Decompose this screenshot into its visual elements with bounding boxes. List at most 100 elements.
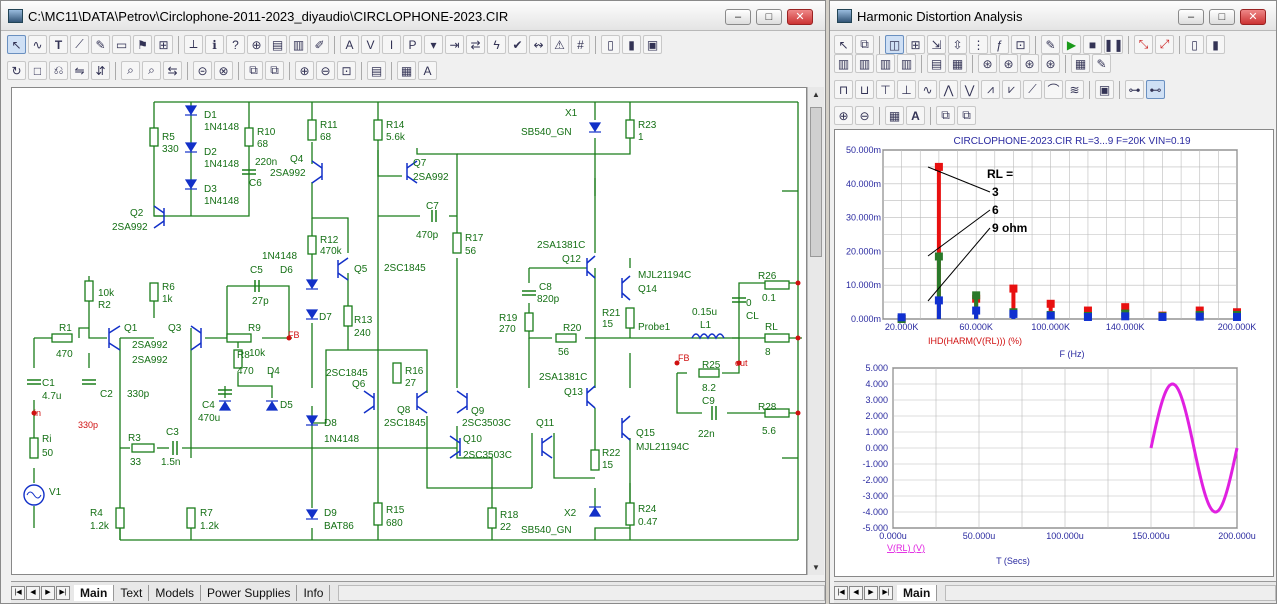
warning-icon[interactable]: ⚠: [550, 35, 569, 54]
step-icon[interactable]: ⎌: [49, 61, 68, 80]
plot-3-icon[interactable]: ▥: [876, 54, 895, 73]
wire-mode-icon[interactable]: ∿: [28, 35, 47, 54]
box-icon[interactable]: □: [28, 61, 47, 80]
scale-icon[interactable]: ◫: [885, 35, 904, 54]
find-next-icon[interactable]: ⌕: [142, 61, 161, 80]
replace-icon[interactable]: ⇆: [163, 61, 182, 80]
stop-icon[interactable]: ⊝: [193, 61, 212, 80]
cursor-curve-icon[interactable]: ⌒: [1044, 80, 1063, 99]
go-next-icon[interactable]: ⊛: [999, 54, 1018, 73]
cursor-top-icon[interactable]: ⩘: [981, 80, 1000, 99]
scale-x-icon[interactable]: ⇲: [927, 35, 946, 54]
paste-icon[interactable]: ⧉: [265, 61, 284, 80]
zoom-fit-icon[interactable]: ⊡: [337, 61, 356, 80]
analysis-tab-main[interactable]: Main: [897, 584, 938, 601]
cursor-bottom-icon[interactable]: ⩗: [1002, 80, 1021, 99]
edit-icon[interactable]: ✐: [310, 35, 329, 54]
tab-navigation[interactable]: |◀◀▶▶|: [11, 585, 70, 600]
go-prev-icon[interactable]: ⊛: [1020, 54, 1039, 73]
stop-run-icon[interactable]: ■: [1083, 35, 1102, 54]
notes-icon[interactable]: ✎: [1092, 54, 1111, 73]
pause-icon[interactable]: ❚❚: [1103, 35, 1124, 54]
go-last-icon[interactable]: ⊛: [1041, 54, 1060, 73]
analysis-font-icon[interactable]: A: [906, 106, 925, 125]
analysis-page-icon[interactable]: ▯: [1185, 35, 1204, 54]
currents-icon[interactable]: I: [382, 35, 401, 54]
analysis-tab-navigation[interactable]: |◀◀▶▶|: [834, 585, 893, 600]
maximize-plot-icon[interactable]: ⊞: [906, 35, 925, 54]
analysis-maximize-button[interactable]: □: [1209, 9, 1235, 25]
mirror-icon[interactable]: ⇋: [70, 61, 89, 80]
cursor-valley-icon[interactable]: ⊔: [855, 80, 874, 99]
schematic-vertical-scrollbar[interactable]: ▲▼: [807, 87, 824, 575]
page-icon[interactable]: ▯: [601, 35, 620, 54]
tile-icon[interactable]: ▦: [397, 61, 416, 80]
probe-icon[interactable]: ⟂: [184, 35, 203, 54]
cursor-low-icon[interactable]: ⊥: [897, 80, 916, 99]
plot-1-icon[interactable]: ▥: [834, 54, 853, 73]
analysis-title-bar[interactable]: Harmonic Distortion Analysis – □ ✕: [830, 1, 1276, 31]
tab-info[interactable]: Info: [297, 584, 331, 601]
page-scale-icon[interactable]: ▣: [643, 35, 662, 54]
plot-2-icon[interactable]: ▥: [855, 54, 874, 73]
cursor-track-icon[interactable]: ⊷: [1146, 80, 1165, 99]
help-icon[interactable]: ?: [226, 35, 245, 54]
text-mode-icon[interactable]: T: [49, 35, 68, 54]
cross-probe-icon[interactable]: ⇄: [466, 35, 485, 54]
analysis-copy2-icon[interactable]: ⧉: [936, 106, 955, 125]
analysis-tile-icon[interactable]: ▦: [885, 106, 904, 125]
tab-main[interactable]: Main: [74, 584, 115, 601]
pin-connections-icon[interactable]: ⇥: [445, 35, 464, 54]
analysis-zoom-out-icon[interactable]: ⊖: [855, 106, 874, 125]
plot-4-icon[interactable]: ▥: [897, 54, 916, 73]
select-mode-icon[interactable]: ↖: [7, 35, 26, 54]
analysis-close-button[interactable]: ✕: [1240, 9, 1266, 25]
cursor-slope-icon[interactable]: ⟋: [1023, 80, 1042, 99]
attribute-icon[interactable]: ▤: [268, 35, 287, 54]
copy-icon[interactable]: ⧉: [244, 61, 263, 80]
check-icon[interactable]: ✔: [508, 35, 527, 54]
rotate-icon[interactable]: ↻: [7, 61, 26, 80]
schematic-horizontal-scrollbar[interactable]: [338, 584, 825, 601]
function-icon[interactable]: ƒ: [990, 35, 1009, 54]
info-icon[interactable]: ℹ: [205, 35, 224, 54]
cursor-global-high-icon[interactable]: ⋀: [939, 80, 958, 99]
cursor-inflect-icon[interactable]: ∿: [918, 80, 937, 99]
analysis-zoom-in-icon[interactable]: ⊕: [834, 106, 853, 125]
properties-icon[interactable]: ✎: [1041, 35, 1060, 54]
page-props-icon[interactable]: ▮: [622, 35, 641, 54]
zoom-in-icon[interactable]: ⊕: [295, 61, 314, 80]
tab-models[interactable]: Models: [149, 584, 202, 601]
node-numbers-icon[interactable]: A: [340, 35, 359, 54]
schematic-title-bar[interactable]: C:\MC11\DATA\Petrov\Circlophone-2011-202…: [1, 1, 825, 31]
conditions-icon[interactable]: ▾: [424, 35, 443, 54]
analysis-select-icon[interactable]: ↖: [834, 35, 853, 54]
cancel-icon[interactable]: ⊗: [214, 61, 233, 80]
cursor-high-icon[interactable]: ⊤: [876, 80, 895, 99]
auto-scale-icon[interactable]: ⤢: [1155, 35, 1174, 54]
scale-mode-icon[interactable]: ⤡: [1134, 35, 1153, 54]
tokens-icon[interactable]: ⊡: [1011, 35, 1030, 54]
analysis-page2-icon[interactable]: ▮: [1206, 35, 1225, 54]
minimize-button[interactable]: –: [725, 9, 751, 25]
flip-icon[interactable]: ⇵: [91, 61, 110, 80]
analysis-paste-icon[interactable]: ⧉: [957, 106, 976, 125]
maximize-button[interactable]: □: [756, 9, 782, 25]
text-plot-icon[interactable]: ▤: [927, 54, 946, 73]
go-icon[interactable]: ⊛: [978, 54, 997, 73]
zoom-out-icon[interactable]: ⊖: [316, 61, 335, 80]
scale-y-icon[interactable]: ⇳: [948, 35, 967, 54]
component-mode-icon[interactable]: ⊞: [154, 35, 173, 54]
close-button[interactable]: ✕: [787, 9, 813, 25]
analysis-copy-icon[interactable]: ⧉: [855, 35, 874, 54]
flag-mode-icon[interactable]: ⚑: [133, 35, 152, 54]
font-icon[interactable]: A: [418, 61, 437, 80]
bus-mode-icon[interactable]: ▭: [112, 35, 131, 54]
plot-area[interactable]: CIRCLOPHONE-2023.CIR RL=3...9 F=20K VIN=…: [834, 129, 1274, 577]
grid-text-icon[interactable]: ▥: [289, 35, 308, 54]
cursor-mode-icon[interactable]: ⊶: [1125, 80, 1144, 99]
find-icon[interactable]: ⌕: [121, 61, 140, 80]
tab-power-supplies[interactable]: Power Supplies: [201, 584, 298, 601]
pin-icon[interactable]: ⊕: [247, 35, 266, 54]
